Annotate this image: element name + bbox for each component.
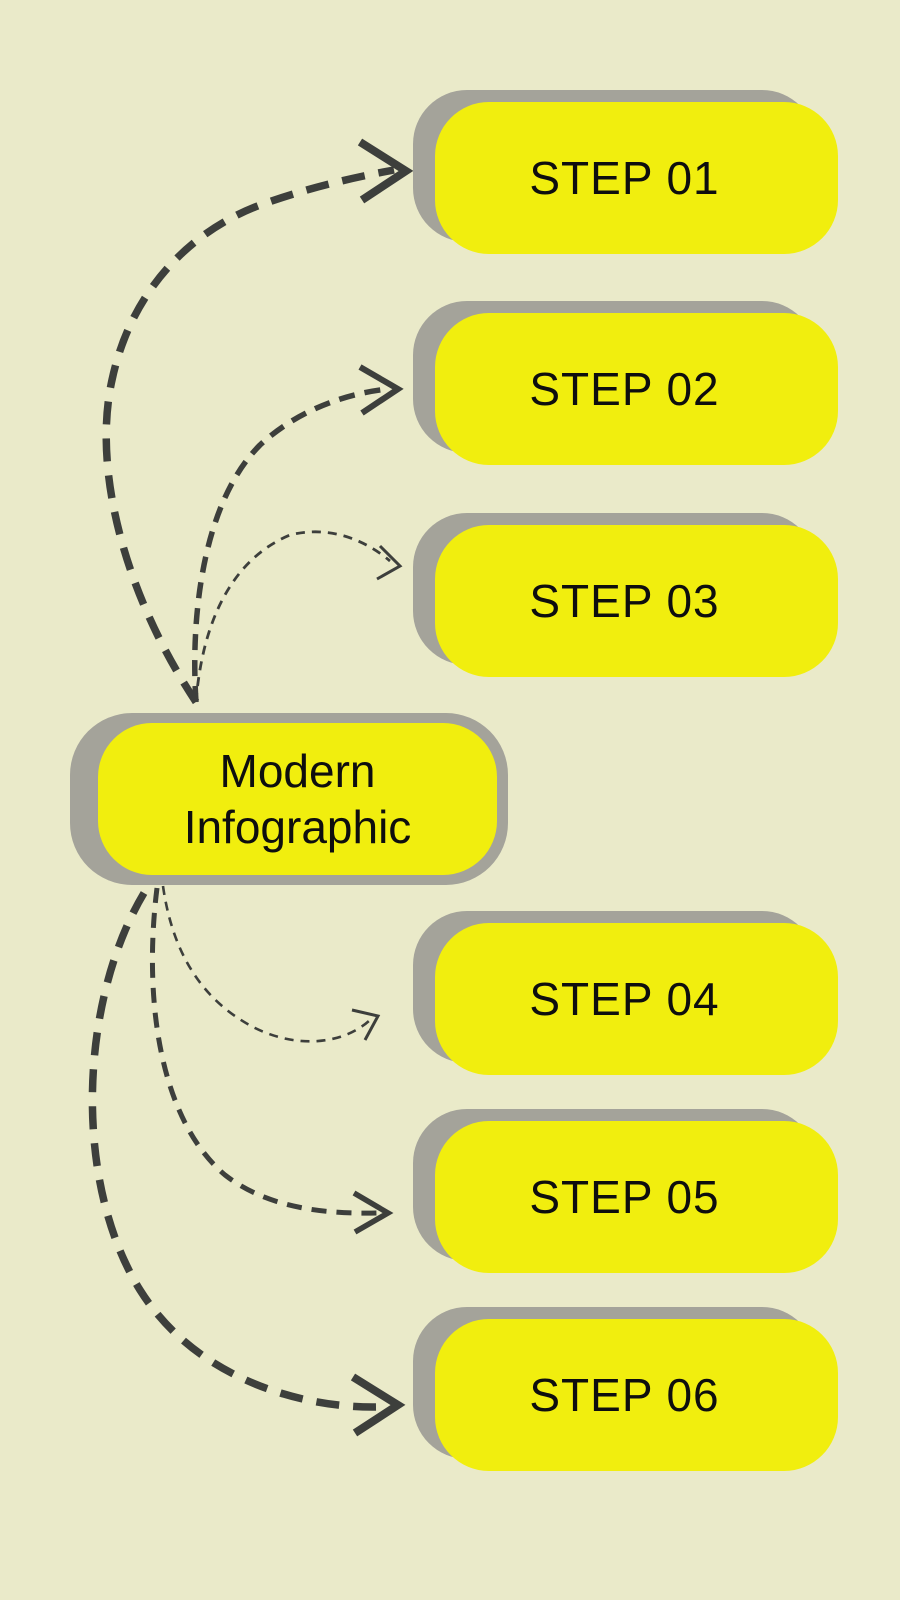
arrow-step-06	[88, 891, 406, 1437]
arrowhead-icon-step-01	[357, 138, 414, 204]
step-02-label: STEP 02	[529, 363, 720, 415]
step-06-label: STEP 06	[529, 1369, 720, 1421]
step-04-label: STEP 04	[529, 973, 720, 1025]
arrowhead-icon-step-04	[351, 1008, 381, 1041]
arrow-curve-step-04	[161, 885, 371, 1043]
step-01-label: STEP 01	[529, 152, 720, 204]
arrow-curve-step-02	[192, 386, 389, 703]
center-node-title-line1: Modern	[219, 745, 376, 797]
arrow-step-01	[102, 138, 414, 705]
step-05-label: STEP 05	[529, 1171, 720, 1223]
center-node-title-line2: Infographic	[183, 801, 412, 853]
arrow-step-03	[194, 530, 403, 703]
arrowhead-icon-step-06	[350, 1373, 406, 1437]
arrowhead-icon-step-05	[352, 1190, 394, 1235]
step-06-box: STEP 06	[435, 1319, 838, 1471]
step-05-box: STEP 05	[435, 1121, 838, 1273]
step-01-box: STEP 01	[435, 102, 838, 254]
arrow-curve-step-01	[102, 166, 395, 705]
step-03-label: STEP 03	[529, 575, 720, 627]
arrow-curve-step-05	[149, 887, 379, 1216]
step-03-box: STEP 03	[435, 525, 838, 677]
arrow-curve-step-06	[88, 891, 377, 1411]
arrowhead-icon-step-03	[376, 544, 403, 581]
center-node: Modern Infographic	[70, 713, 508, 885]
step-04-box: STEP 04	[435, 923, 838, 1075]
arrow-step-05	[149, 887, 394, 1235]
arrow-step-02	[192, 364, 404, 703]
center-node-inner: Modern Infographic	[98, 723, 497, 875]
arrow-curve-step-03	[194, 530, 391, 703]
arrow-step-04	[161, 885, 381, 1043]
arrowhead-icon-step-02	[358, 364, 404, 416]
step-02-box: STEP 02	[435, 313, 838, 465]
